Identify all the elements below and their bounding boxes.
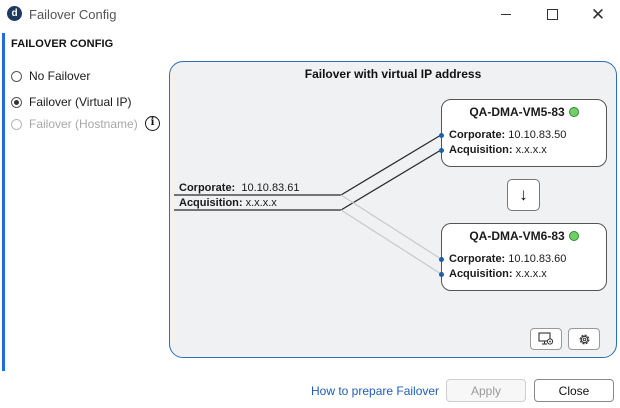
node-name: QA-DMA-VM6-83 — [442, 229, 606, 243]
diagram-title: Failover with virtual IP address — [304, 67, 482, 81]
node-name: QA-DMA-VM5-83 — [442, 105, 606, 119]
port-dot — [439, 257, 444, 262]
radio-failover-hostname: Failover (Hostname) — [11, 117, 138, 131]
info-icon[interactable]: i — [145, 116, 160, 131]
gear-icon — [579, 334, 589, 344]
node-acquisition-value: x.x.x.x — [515, 144, 547, 156]
port-dot — [439, 148, 444, 153]
maximize-button[interactable] — [530, 0, 574, 28]
node-acquisition-value: x.x.x.x — [515, 268, 547, 280]
radio-no-failover[interactable]: No Failover — [11, 69, 90, 83]
radio-button[interactable] — [11, 70, 22, 82]
section-title: FAILOVER CONFIG — [11, 38, 114, 50]
app-logo-icon: d — [7, 6, 22, 21]
source-corporate-value: 10.10.83.61 — [241, 182, 300, 194]
failover-diagram-panel: Failover with virtual IP address Corpora… — [169, 61, 617, 358]
close-button[interactable]: Close — [534, 379, 614, 402]
status-online-icon — [568, 107, 579, 117]
swap-nodes-button[interactable]: ↓ — [507, 179, 540, 211]
node-corporate-value: 10.10.83.60 — [508, 253, 567, 265]
how-to-prepare-failover-link[interactable]: How to prepare Failover — [311, 384, 440, 398]
status-online-icon — [568, 231, 579, 241]
connector-acquisition-inactive — [340, 209, 442, 275]
close-icon: ✕ — [590, 4, 606, 24]
radio-label: No Failover — [29, 69, 91, 83]
close-window-button[interactable]: ✕ — [576, 0, 620, 28]
radio-button-selected[interactable] — [11, 96, 22, 108]
arrow-down-icon: ↓ — [519, 185, 528, 204]
source-corporate: Corporate: 10.10.83.61 — [179, 182, 300, 194]
maximize-icon — [546, 8, 558, 20]
node-corporate-value: 10.10.83.50 — [508, 129, 567, 141]
source-acquisition: Acquisition: x.x.x.x — [179, 197, 277, 209]
radio-failover-virtual-ip[interactable]: Failover (Virtual IP) — [11, 95, 131, 109]
connector-lines — [174, 134, 442, 275]
monitor-settings-icon — [538, 332, 554, 345]
radio-label: Failover (Hostname) — [29, 117, 138, 131]
port-dot — [439, 133, 444, 138]
radio-button-disabled — [11, 118, 22, 130]
radio-label: Failover (Virtual IP) — [29, 95, 132, 109]
settings-button[interactable] — [568, 328, 600, 350]
node-card-secondary: QA-DMA-VM6-83 Corporate: 10.10.83.60 Acq… — [439, 223, 607, 291]
minimize-icon — [501, 13, 511, 15]
node-card-primary: QA-DMA-VM5-83 Corporate: 10.10.83.50 Acq… — [439, 99, 607, 167]
minimize-button[interactable] — [484, 0, 528, 28]
monitor-settings-button[interactable] — [530, 328, 562, 350]
window-title: Failover Config — [29, 7, 117, 22]
apply-button[interactable]: Apply — [446, 379, 526, 402]
section-accent-bar — [2, 33, 5, 371]
virtual-ip-source: Corporate: 10.10.83.61 Acquisition: x.x.… — [179, 181, 299, 211]
connector-corporate-inactive — [340, 194, 442, 260]
title-bar: d Failover Config ✕ — [0, 0, 620, 28]
port-dot — [439, 272, 444, 277]
source-acquisition-value: x.x.x.x — [245, 197, 277, 209]
